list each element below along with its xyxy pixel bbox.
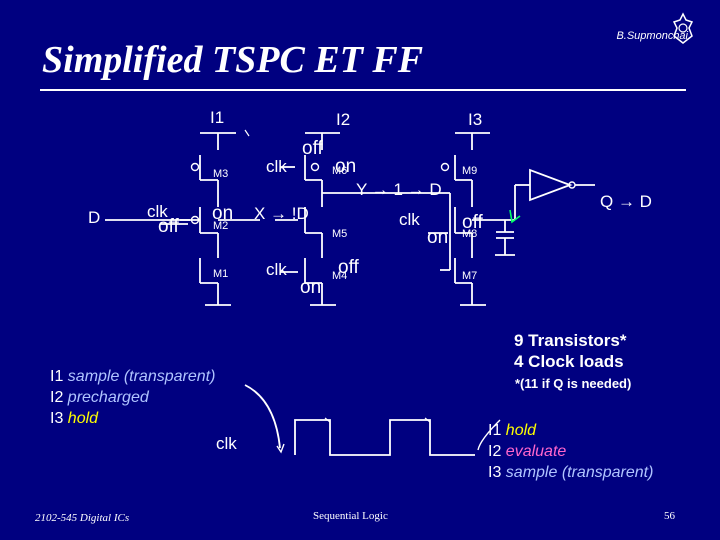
note2-i1-state: hold bbox=[505, 422, 537, 439]
note-i1-state: sample (transparent) bbox=[67, 368, 216, 385]
transistor-m2: M2 bbox=[213, 220, 229, 232]
summary-box: 9 Transistors* 4 Clock loads bbox=[514, 330, 626, 372]
page-number: 56 bbox=[664, 510, 675, 522]
m2-state-old: off bbox=[158, 216, 179, 237]
transistor-m1: M1 bbox=[213, 268, 229, 280]
m8-state-new: off bbox=[462, 212, 483, 233]
university-logo-icon bbox=[672, 12, 694, 44]
summary-clock-loads: 4 Clock loads bbox=[514, 352, 624, 371]
stage-label-i3: I3 bbox=[468, 110, 483, 129]
m6-state-old: off bbox=[302, 138, 323, 159]
summary-footnote: *(11 if Q is needed) bbox=[515, 376, 632, 391]
m4-state-old: on bbox=[300, 277, 322, 298]
m6-state-new: on bbox=[335, 156, 357, 177]
phase2-note: I1 hold I2 evaluate I3 sample (transpare… bbox=[488, 420, 653, 483]
clk-label-m2: clk bbox=[147, 202, 168, 221]
transistor-m8: M8 bbox=[462, 228, 478, 240]
author-name: B.Supmonchai bbox=[616, 30, 688, 42]
m2-state-new: on bbox=[212, 203, 234, 224]
transistor-m6: M6 bbox=[332, 165, 348, 177]
m8-state-old: on bbox=[427, 227, 449, 248]
transistor-m9: M9 bbox=[462, 165, 478, 177]
transistor-m3: M3 bbox=[213, 168, 229, 180]
m4-state-new: off bbox=[338, 257, 359, 278]
note2-i2-state: evaluate bbox=[505, 443, 567, 460]
stage-label-i1: I1 bbox=[210, 108, 225, 127]
note2-i2: I2 bbox=[488, 443, 502, 460]
clk-label-m6: clk bbox=[266, 157, 287, 176]
title-divider bbox=[40, 89, 686, 91]
input-d-label: D bbox=[88, 208, 101, 227]
note2-i3-state: sample (transparent) bbox=[505, 464, 654, 481]
footer-topic: Sequential Logic bbox=[313, 510, 388, 522]
stage-label-i2: I2 bbox=[336, 110, 351, 129]
phase1-note: I1 sample (transparent) I2 precharged I3… bbox=[50, 366, 215, 429]
clock-waveform-label: clk bbox=[216, 434, 237, 453]
transistor-m4: M4 bbox=[332, 270, 348, 282]
note-i2: I2 bbox=[50, 389, 64, 406]
clk-label-m8: clk bbox=[399, 210, 420, 229]
note-i3-state: hold bbox=[67, 410, 99, 427]
transistor-m5: M5 bbox=[332, 228, 348, 240]
note2-i3: I3 bbox=[488, 464, 502, 481]
clk-label-m4: clk bbox=[266, 260, 287, 279]
note-i3: I3 bbox=[50, 410, 64, 427]
summary-transistors: 9 Transistors* bbox=[514, 331, 627, 350]
transistor-m7: M7 bbox=[462, 270, 478, 282]
note2-i1: I1 bbox=[488, 422, 502, 439]
note-i2-state: precharged bbox=[67, 389, 149, 406]
footer-course: 2102-545 Digital ICs bbox=[35, 512, 130, 524]
note-i1: I1 bbox=[50, 368, 64, 385]
x-arrow-label: X → !D bbox=[254, 204, 309, 223]
y-arrow-label: Y → 1 → D bbox=[356, 180, 442, 199]
q-arrow-label: Q → D bbox=[600, 192, 652, 211]
slide-title: Simplified TSPC ET FF bbox=[42, 39, 424, 81]
